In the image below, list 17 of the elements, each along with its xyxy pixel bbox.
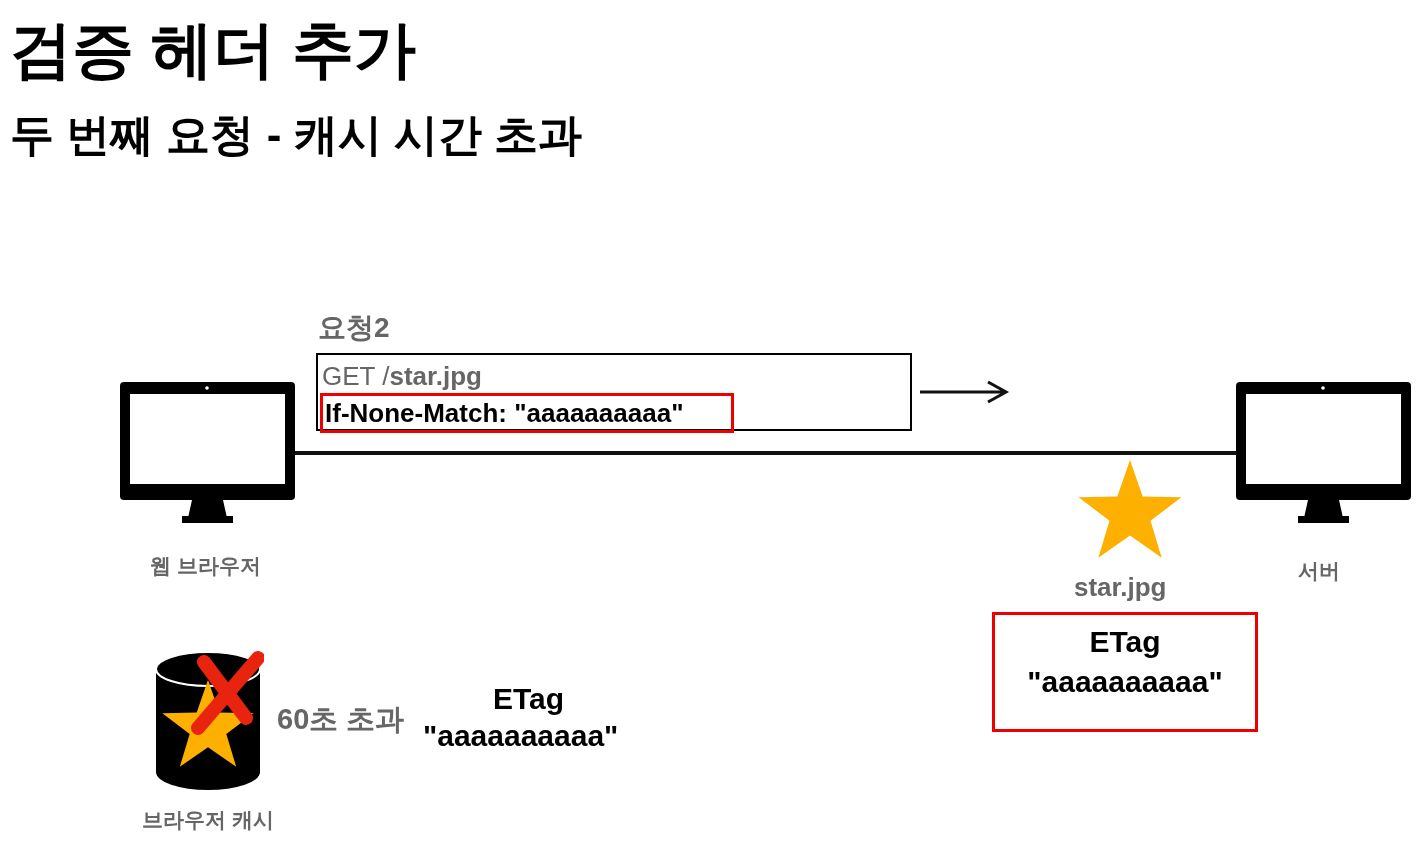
etag-box bbox=[992, 612, 1258, 732]
header-text: If-None-Match: "aaaaaaaaaa" bbox=[325, 397, 684, 429]
request-line: GET /star.jpg bbox=[322, 361, 482, 392]
node-label: 웹 브라우저 bbox=[150, 553, 261, 579]
highlight-box bbox=[320, 393, 734, 433]
title: 검증 헤더 추가 bbox=[10, 14, 417, 86]
node-label: 서버 bbox=[1298, 558, 1340, 584]
subtitle: 두 번째 요청 - 캐시 시간 초과 bbox=[10, 109, 582, 161]
etag-value: "aaaaaaaaaa" bbox=[423, 719, 619, 753]
expiry-note: 60초 초과 bbox=[277, 702, 405, 737]
node-label: 브라우저 캐시 bbox=[142, 807, 274, 833]
connector-line bbox=[295, 451, 1236, 455]
request-heading: 요청2 bbox=[318, 311, 390, 345]
file-name: star.jpg bbox=[1074, 572, 1167, 603]
etag-heading: ETag bbox=[1088, 625, 1162, 659]
etag-value: "aaaaaaaaaa" bbox=[1026, 665, 1224, 699]
etag-heading: ETag bbox=[493, 682, 565, 716]
